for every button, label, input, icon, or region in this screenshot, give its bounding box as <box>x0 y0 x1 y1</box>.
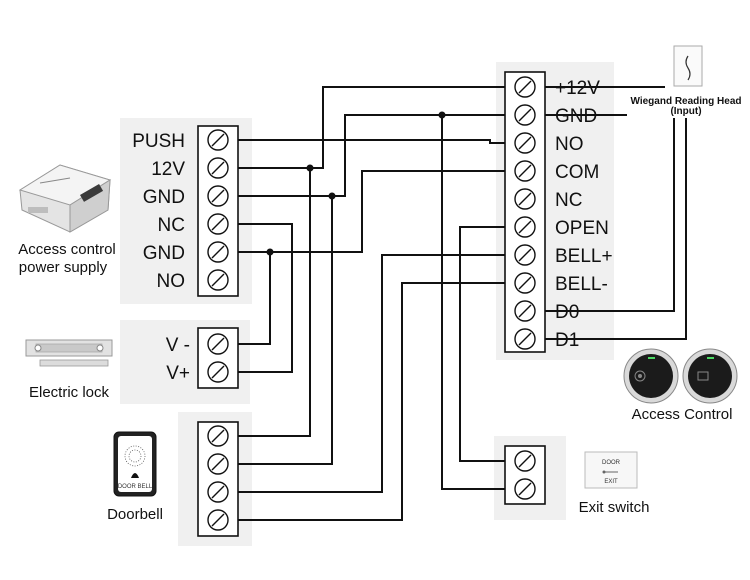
electric-lock-icon <box>25 339 113 367</box>
screw <box>514 244 536 266</box>
screw <box>514 300 536 322</box>
ctrl-terminal-12v: +12V <box>555 78 600 99</box>
doorbell-icon: DOOR BELL <box>113 431 157 497</box>
ctrl-terminal-nc: NC <box>555 190 582 211</box>
screw <box>514 132 536 154</box>
junction-dot <box>266 248 274 256</box>
junction-dot <box>438 111 446 119</box>
ctrl-terminal-open: OPEN <box>555 218 609 239</box>
ps-terminal-12v: 12V <box>151 159 185 180</box>
power-supply-icon <box>18 164 112 233</box>
ps-terminal-gnd: GND <box>143 187 185 208</box>
screw <box>514 328 536 350</box>
ctrl-terminal-bellplus: BELL+ <box>555 246 613 267</box>
screw <box>207 241 229 263</box>
screw <box>207 453 229 475</box>
ctrl-terminal-d1: D1 <box>555 330 579 351</box>
screw <box>514 188 536 210</box>
lock-terminal-vplus: V+ <box>166 363 190 384</box>
screw <box>207 129 229 151</box>
exit-switch-caption: Exit switch <box>579 499 650 516</box>
electric-lock-caption: Electric lock <box>29 384 110 401</box>
ps-terminal-gnd-2: GND <box>143 243 185 264</box>
power-supply-caption-2: power supply <box>19 259 108 276</box>
ctrl-terminal-com: COM <box>555 162 599 183</box>
screw <box>207 157 229 179</box>
power-supply-terminal-block <box>197 125 239 297</box>
screw <box>514 272 536 294</box>
junction-dot <box>306 164 314 172</box>
wiegand-reader-icon <box>673 45 703 87</box>
screw <box>514 450 536 472</box>
screw <box>207 425 229 447</box>
exit-switch-text-exit: EXIT <box>604 479 618 485</box>
screw <box>207 213 229 235</box>
ctrl-terminal-no: NO <box>555 134 584 155</box>
access-control-reader-icon <box>623 348 738 404</box>
lock-terminal-vminus: V - <box>166 335 190 356</box>
wiegand-caption-1: Wiegand Reading Head <box>630 96 741 107</box>
screw <box>514 76 536 98</box>
ctrl-terminal-gnd: GND <box>555 106 597 127</box>
screw <box>207 481 229 503</box>
doorbell-caption: Doorbell <box>107 506 163 523</box>
screw <box>207 361 229 383</box>
access-control-caption: Access Control <box>632 406 733 423</box>
exit-switch-icon: DOOR EXIT <box>584 451 638 489</box>
wires <box>238 86 687 521</box>
screw <box>207 509 229 531</box>
screw <box>514 478 536 500</box>
screw <box>514 104 536 126</box>
ps-terminal-no: NO <box>157 271 186 292</box>
ctrl-terminal-d0: D0 <box>555 302 579 323</box>
junction-dot <box>328 192 336 200</box>
ctrl-terminal-bellminus: BELL- <box>555 274 608 295</box>
doorbell-device-text: DOOR BELL <box>118 484 153 490</box>
exit-switch-text-door: DOOR <box>602 460 621 466</box>
wiegand-caption-2: (Input) <box>670 106 701 117</box>
screw <box>514 216 536 238</box>
power-supply-caption-1: Access control <box>18 241 116 258</box>
screw <box>207 269 229 291</box>
screw <box>514 160 536 182</box>
screw <box>207 185 229 207</box>
ps-terminal-push: PUSH <box>132 131 185 152</box>
screw <box>207 333 229 355</box>
ps-terminal-nc: NC <box>158 215 185 236</box>
